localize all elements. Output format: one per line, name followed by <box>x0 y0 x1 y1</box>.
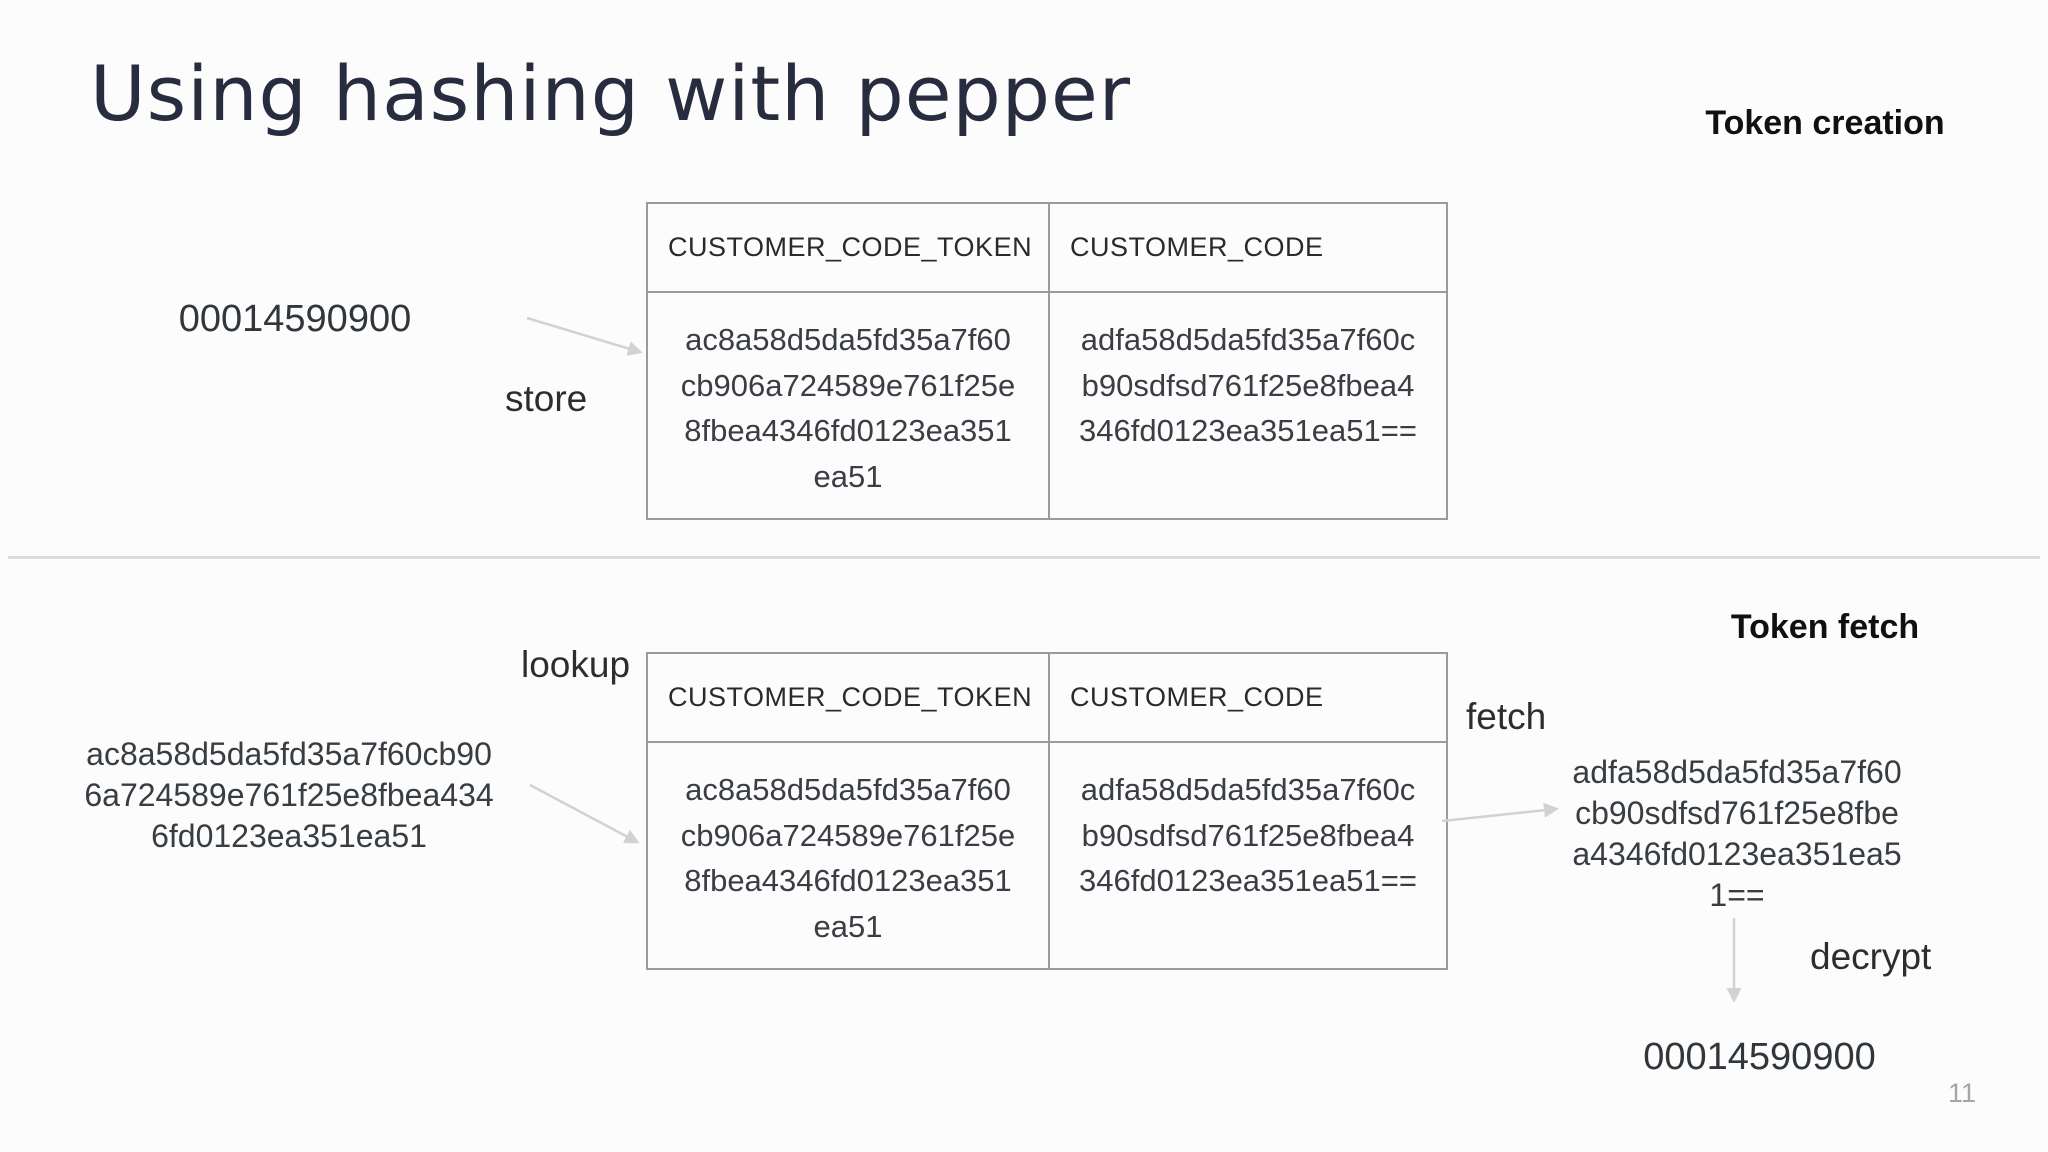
store-label: store <box>505 378 588 419</box>
column-header-customer-code-token: CUSTOMER_CODE_TOKEN <box>648 204 1050 293</box>
slide-title: Using hashing with pepper <box>90 49 1131 138</box>
section-divider <box>8 556 2040 559</box>
lookup-label: lookup <box>521 644 631 685</box>
table-token-creation: CUSTOMER_CODE_TOKEN CUSTOMER_CODE ac8a58… <box>646 202 1448 520</box>
heading-token-fetch: Token fetch <box>1730 608 1920 646</box>
cell-customer-code-token: ac8a58d5da5fd35a7f60 cb906a724589e761f25… <box>648 293 1050 518</box>
cell-customer-code: adfa58d5da5fd35a7f60c b90sdfsd761f25e8fb… <box>1079 322 1417 449</box>
fetched-code-value: adfa58d5da5fd35a7f60 cb90sdfsd761f25e8fb… <box>1572 754 1902 913</box>
lookup-arrow <box>529 783 640 844</box>
cell-customer-code: adfa58d5da5fd35a7f60c b90sdfsd761f25e8fb… <box>1079 772 1417 899</box>
column-header-customer-code: CUSTOMER_CODE <box>1050 654 1446 743</box>
decrypt-label: decrypt <box>1810 936 1932 977</box>
cell-customer-code-token: ac8a58d5da5fd35a7f60 cb906a724589e761f25… <box>648 743 1050 968</box>
page-number: 11 <box>1948 1078 1977 1108</box>
table-token-fetch: CUSTOMER_CODE_TOKEN CUSTOMER_CODE ac8a58… <box>646 652 1448 970</box>
customer-code-input-value: 00014590900 <box>178 298 412 340</box>
store-arrow <box>526 316 643 356</box>
fetch-label: fetch <box>1466 696 1547 737</box>
fetch-arrow <box>1441 802 1559 823</box>
column-header-customer-code: CUSTOMER_CODE <box>1050 204 1446 293</box>
customer-code-output-value: 00014590900 <box>1643 1036 1876 1078</box>
heading-token-creation: Token creation <box>1705 104 1945 142</box>
lookup-token-value: ac8a58d5da5fd35a7f60cb90 6a724589e761f25… <box>84 736 494 854</box>
column-header-customer-code-token: CUSTOMER_CODE_TOKEN <box>648 654 1050 743</box>
